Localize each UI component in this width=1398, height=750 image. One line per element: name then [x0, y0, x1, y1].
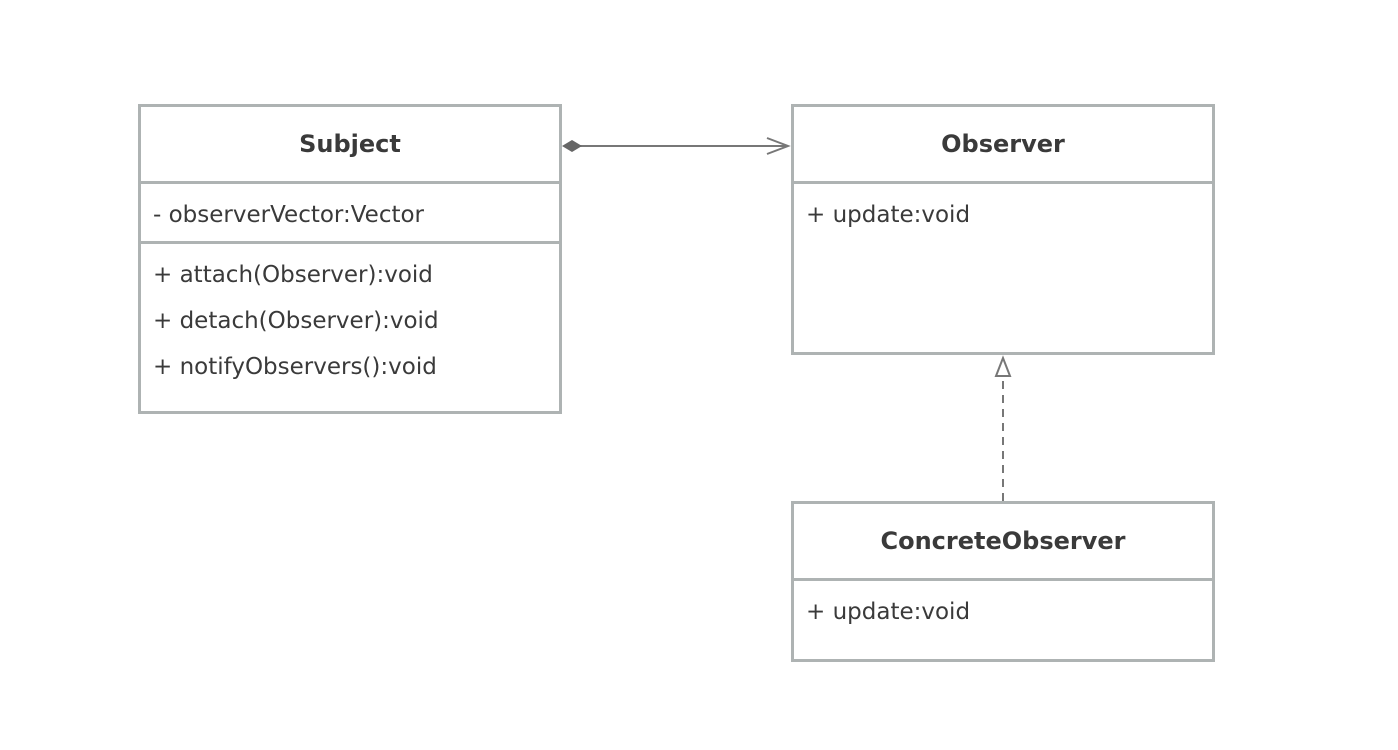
- operation-attach: + attach(Observer):void: [153, 262, 433, 288]
- class-name-observer: Observer: [794, 107, 1212, 184]
- operation-detach: + detach(Observer):void: [153, 308, 439, 334]
- operations-section: + attach(Observer):void + detach(Observe…: [141, 244, 559, 390]
- class-name-subject: Subject: [141, 107, 559, 184]
- operations-section: + update:void: [794, 581, 1212, 635]
- attributes-section: - observerVector:Vector: [141, 184, 559, 244]
- open-arrowhead-icon: [766, 137, 791, 155]
- hollow-triangle-arrowhead-icon: [994, 355, 1012, 377]
- composition-connector: [562, 137, 791, 155]
- operation-update: + update:void: [806, 202, 971, 228]
- operations-section: + update:void: [794, 184, 1212, 238]
- class-box-subject[interactable]: Subject - observerVector:Vector + attach…: [138, 104, 562, 414]
- operation-update: + update:void: [806, 599, 971, 625]
- composition-diamond-icon: [562, 140, 582, 152]
- realization-connector: [994, 355, 1012, 501]
- operation-notify-observers: + notifyObservers():void: [153, 354, 437, 380]
- class-box-observer[interactable]: Observer + update:void: [791, 104, 1215, 355]
- class-box-concrete-observer[interactable]: ConcreteObserver + update:void: [791, 501, 1215, 662]
- attribute-observer-vector: - observerVector:Vector: [153, 202, 425, 228]
- class-name-concrete-observer: ConcreteObserver: [794, 504, 1212, 581]
